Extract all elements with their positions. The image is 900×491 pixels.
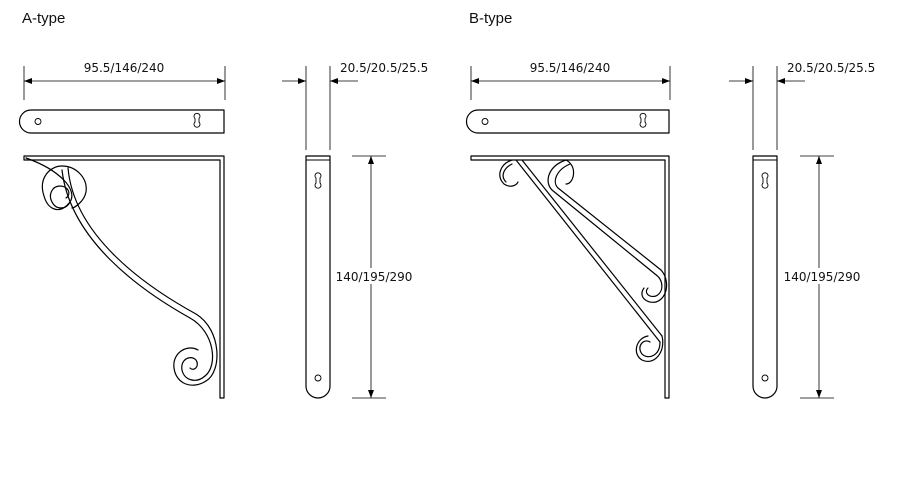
b-type-height-dimension: 140/195/290 bbox=[782, 155, 862, 399]
b-type-front-view bbox=[470, 155, 670, 399]
a-type-drawing: 95.5/146/240 bbox=[18, 61, 428, 399]
a-type-title: A-type bbox=[22, 10, 66, 27]
b-type-title: B-type bbox=[469, 10, 513, 27]
a-type-front-view bbox=[23, 155, 225, 399]
b-type-length-dimension: 95.5/146/240 bbox=[470, 61, 671, 100]
a-type-top-view bbox=[18, 109, 225, 134]
b-type-length-label: 95.5/146/240 bbox=[530, 61, 611, 75]
a-type-height-label: 140/195/290 bbox=[336, 270, 413, 284]
a-type-height-dimension: 140/195/290 bbox=[334, 155, 414, 399]
a-type-length-label: 95.5/146/240 bbox=[84, 61, 165, 75]
b-type-side-view: 20.5/20.5/25.5 bbox=[729, 61, 875, 399]
a-type-side-view: 20.5/20.5/25.5 bbox=[282, 61, 428, 399]
a-type-length-dimension: 95.5/146/240 bbox=[23, 61, 226, 100]
a-type-width-label: 20.5/20.5/25.5 bbox=[340, 61, 428, 75]
b-type-drawing: 95.5/146/240 bbox=[465, 61, 875, 399]
b-type-width-label: 20.5/20.5/25.5 bbox=[787, 61, 875, 75]
b-type-height-label: 140/195/290 bbox=[784, 270, 861, 284]
b-type-top-view bbox=[465, 109, 670, 134]
